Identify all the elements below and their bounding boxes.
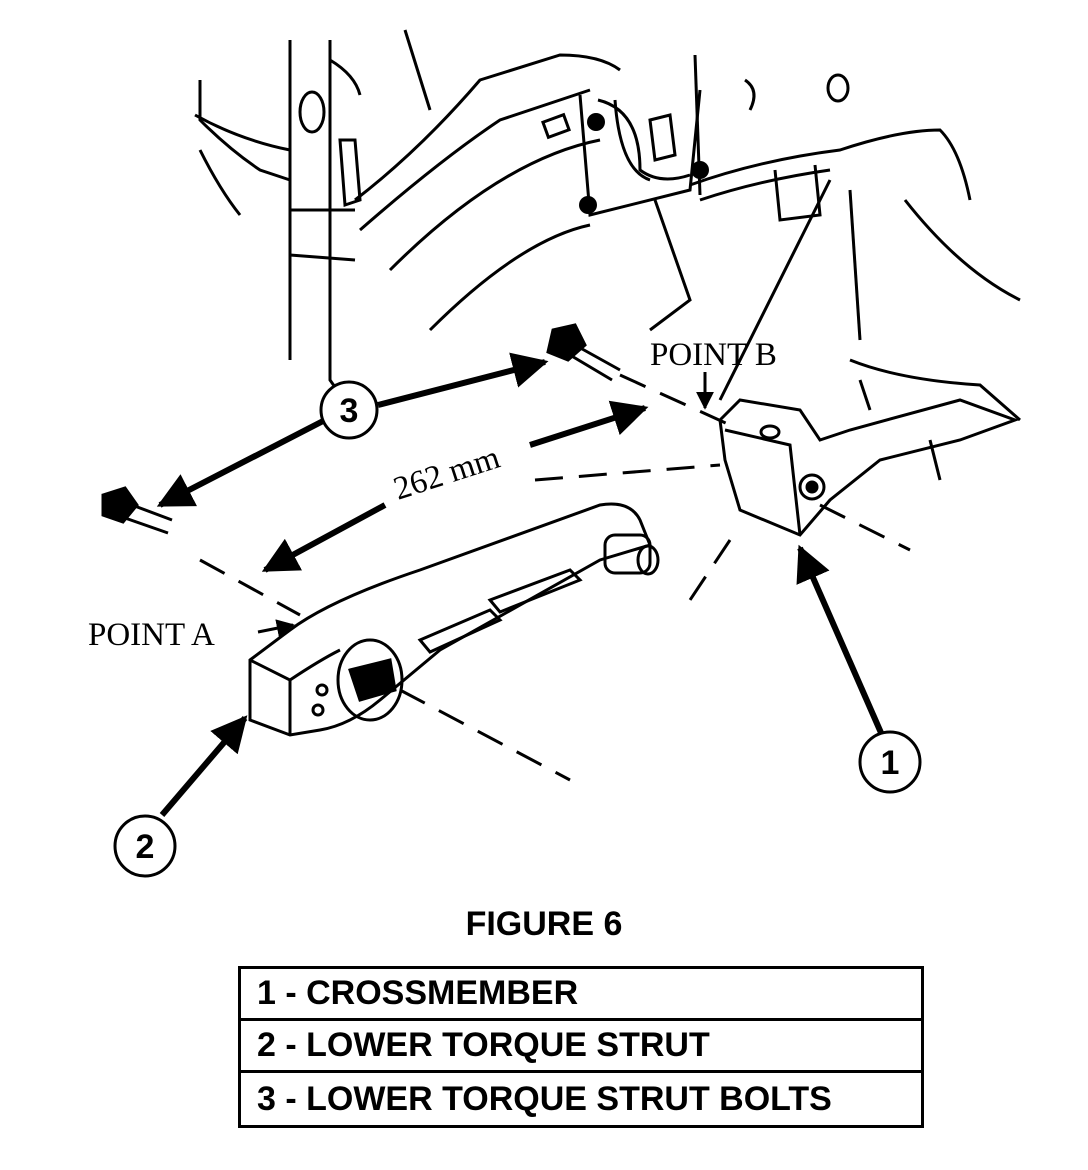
legend-table: 1 - CROSSMEMBER 2 - LOWER TORQUE STRUT 3… [238, 966, 924, 1128]
crossmember-shape [718, 358, 1021, 537]
technical-illustration: 262 mm POINT B POINT A 1 2 3 [88, 29, 1021, 878]
point-a-label: POINT A [88, 617, 215, 653]
callout-3: 3 [319, 380, 379, 440]
legend-row: 2 - LOWER TORQUE STRUT [241, 1021, 921, 1073]
point-b-label: POINT B [650, 337, 777, 373]
dimension-arrows [261, 400, 649, 573]
bracket-bolts [579, 113, 709, 214]
callout-leaders [156, 352, 885, 817]
legend-row: 3 - LOWER TORQUE STRUT BOLTS [257, 1079, 832, 1118]
point-a-arrow [257, 619, 295, 638]
figure-title: FIGURE 6 [465, 905, 623, 943]
svg-text:2: 2 [136, 828, 155, 866]
svg-text:1: 1 [881, 744, 900, 782]
svg-text:3: 3 [340, 392, 359, 430]
lower-torque-strut-shape [248, 502, 660, 737]
dimension-label: 262 mm [389, 440, 504, 508]
strut-bolts [101, 323, 621, 535]
callout-1: 1 [858, 730, 922, 794]
vehicle-body-linework [194, 29, 1021, 402]
legend-row: 1 - CROSSMEMBER [241, 969, 921, 1021]
centerlines [199, 373, 911, 782]
callout-2: 2 [113, 814, 177, 878]
